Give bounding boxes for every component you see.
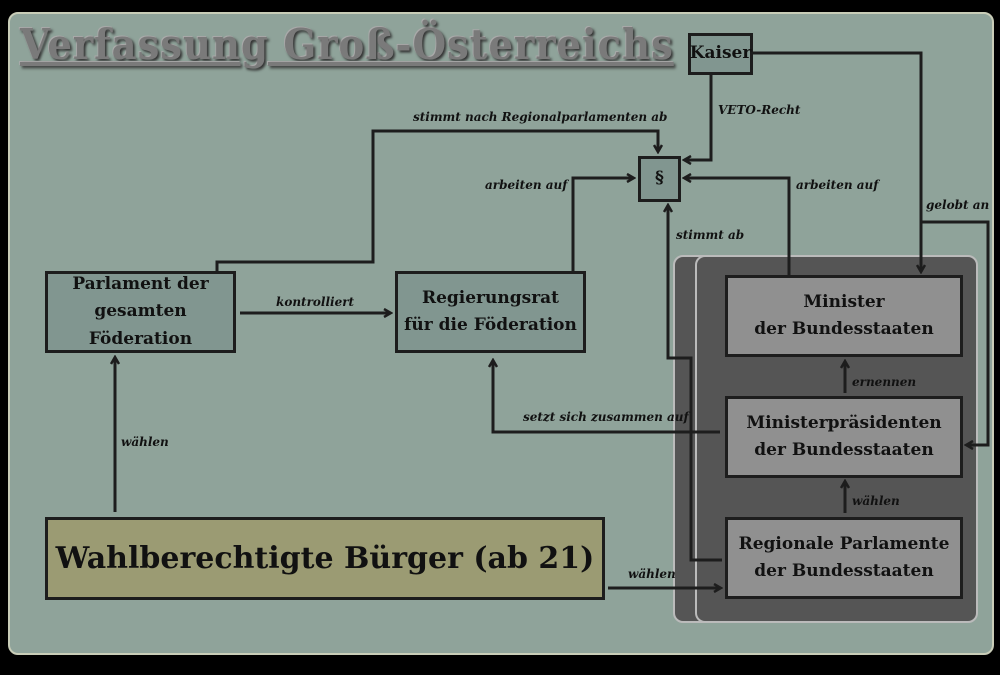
label-ernennen: ernennen [852, 375, 917, 389]
label-waehlen-regional: wählen [628, 567, 676, 581]
node-parlament-line1: Parlament der [72, 274, 209, 295]
edge-veto [684, 74, 713, 160]
edge-gelobt-an-minister [752, 51, 921, 272]
node-ministerpraesidenten: Ministerpräsidenten der Bundesstaaten [725, 396, 963, 478]
label-kontrolliert: kontrolliert [276, 295, 355, 309]
edge-stimmt-ab [668, 205, 722, 562]
node-parlament: Parlament der gesamten Föderation [45, 271, 236, 353]
edge-stimmt-nach [215, 129, 658, 271]
node-mp-line1: Ministerpräsidenten [746, 412, 942, 433]
edge-gelobt-an-mp [921, 220, 990, 445]
node-minister: Minister der Bundesstaaten [725, 275, 963, 357]
node-kaiser: Kaiser [688, 33, 753, 75]
label-arbeiten-auf-right: arbeiten auf [796, 178, 879, 192]
label-stimmt-ab: stimmt ab [676, 228, 745, 242]
node-rp-line2: der Bundesstaaten [754, 561, 934, 581]
node-paragraph: § [638, 156, 681, 202]
label-setzt-sich: setzt sich zusammen auf [523, 410, 689, 424]
node-regierungsrat: Regierungsrat für die Föderation [395, 271, 586, 353]
label-waehlen-parlament: wählen [121, 435, 169, 449]
label-arbeiten-auf-left: arbeiten auf [485, 178, 568, 192]
node-regionale-parlamente: Regionale Parlamente der Bundesstaaten [725, 517, 963, 599]
paragraph-icon: § [655, 168, 664, 189]
label-gelobt-an: gelobt an [926, 198, 990, 212]
node-minister-line2: der Bundesstaaten [754, 319, 934, 339]
edge-arbeiten-auf-left [571, 178, 634, 271]
node-kaiser-label: Kaiser [689, 43, 752, 64]
node-minister-line1: Minister [803, 291, 885, 312]
edge-arbeiten-auf-right [684, 178, 791, 275]
edge-setzt-sich [493, 360, 720, 434]
node-buerger-label: Wahlberechtigte Bürger (ab 21) [55, 540, 595, 576]
label-waehlen-mp: wählen [852, 494, 900, 508]
diagram-title: Verfassung Groß-Österreichs [20, 20, 674, 69]
label-stimmt-nach: stimmt nach Regionalparlamenten ab [413, 110, 668, 124]
node-parlament-line2: gesamten Föderation [88, 301, 193, 349]
node-buerger: Wahlberechtigte Bürger (ab 21) [45, 517, 605, 600]
node-regierungsrat-line2: für die Föderation [404, 315, 577, 335]
node-mp-line2: der Bundesstaaten [754, 440, 934, 460]
label-veto: VETO-Recht [718, 103, 801, 117]
node-rp-line1: Regionale Parlamente [738, 533, 950, 554]
node-regierungsrat-line1: Regierungsrat [421, 287, 560, 308]
